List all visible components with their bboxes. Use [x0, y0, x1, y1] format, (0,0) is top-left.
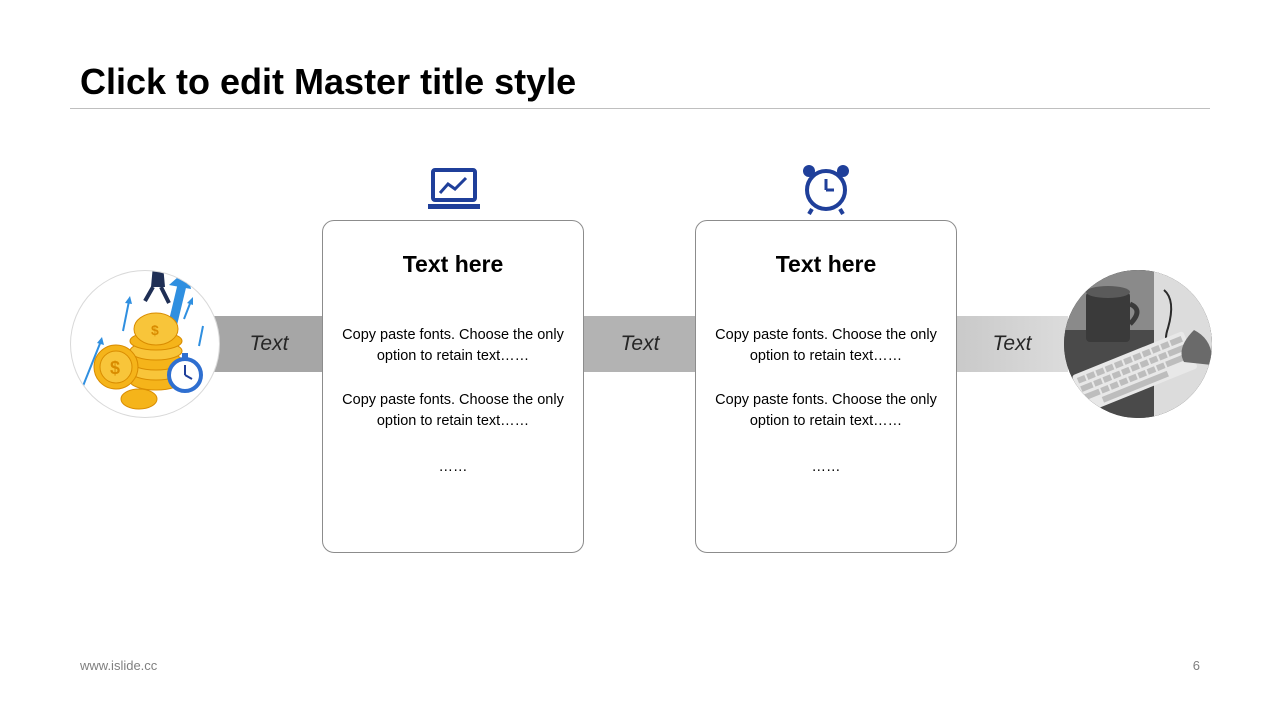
card-paragraph-1[interactable]: Copy paste fonts. Choose the only option… — [342, 327, 564, 364]
connector-band-2: Text — [584, 316, 696, 372]
card-paragraph-2[interactable]: Copy paste fonts. Choose the only option… — [342, 392, 564, 429]
coins-illustration-graphic: $ $ — [78, 271, 204, 410]
card-paragraph-1[interactable]: Copy paste fonts. Choose the only option… — [715, 327, 937, 364]
page-number: 6 — [1192, 658, 1200, 673]
info-card-2: Text here Copy paste fonts. Choose the o… — [695, 220, 957, 553]
keyboard-coffee-photo[interactable] — [1064, 270, 1212, 418]
svg-text:$: $ — [151, 322, 159, 338]
connector-band-1: Text — [214, 316, 324, 372]
card-ellipsis[interactable]: …… — [438, 459, 468, 475]
connector-band-3: Text — [956, 316, 1068, 372]
card-paragraph-2[interactable]: Copy paste fonts. Choose the only option… — [715, 392, 937, 429]
slide-title[interactable]: Click to edit Master title style — [80, 61, 577, 102]
card-ellipsis[interactable]: …… — [811, 459, 841, 475]
keyboard-photo-graphic — [1064, 270, 1212, 418]
band-label[interactable]: Text — [249, 332, 289, 355]
info-card-1: Text here Copy paste fonts. Choose the o… — [322, 220, 584, 553]
card-title[interactable]: Text here — [402, 251, 504, 277]
title-divider — [70, 108, 1210, 109]
alarm-clock-icon — [801, 163, 851, 216]
band-label[interactable]: Text — [992, 332, 1032, 355]
monitor-chart-icon — [428, 168, 480, 212]
card-title[interactable]: Text here — [775, 251, 877, 277]
footer-url: www.islide.cc — [80, 658, 158, 673]
band-label[interactable]: Text — [620, 332, 660, 355]
coins-businessman-illustration[interactable]: $ $ — [70, 270, 220, 418]
svg-text:$: $ — [110, 358, 120, 378]
